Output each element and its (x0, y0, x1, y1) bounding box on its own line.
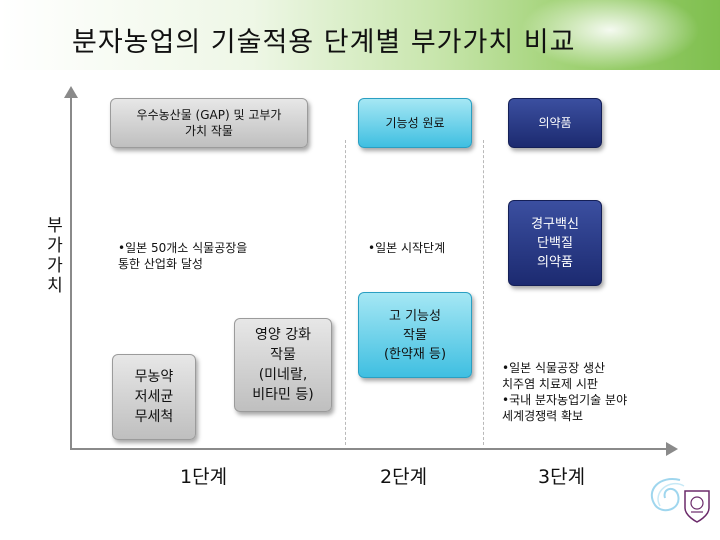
x-axis (70, 448, 670, 450)
pharmaceuticals-box: 의약품 (508, 98, 602, 148)
banner-glow (520, 0, 700, 70)
y-axis-arrow-icon (64, 86, 78, 98)
swirl-decoration-icon (650, 478, 685, 512)
y-axis-label-char: 부 (47, 216, 63, 236)
functional-materials-box: 기능성 원료 (358, 98, 472, 148)
oral-vaccine-box: 경구백신 단백질 의약품 (508, 200, 602, 286)
high-functional-crops-box: 고 기능성 작물 (한약재 등) (358, 292, 472, 378)
x-axis-arrow-icon (666, 442, 678, 456)
university-logo-icon (684, 490, 710, 523)
stage-label-2: 2단계 (380, 466, 428, 488)
y-axis-label-char: 가 (47, 256, 63, 276)
stage-divider-1 (345, 140, 346, 445)
nutrition-crops-box: 영양 강화 작물 (미네랄, 비타민 등) (234, 318, 332, 412)
organic-crops-box: 무농약 저세균 무세척 (112, 354, 196, 440)
stage1-note: •일본 50개소 식물공장을 통한 산업화 달성 (118, 241, 248, 271)
title-banner (0, 0, 720, 70)
y-axis-label-char: 가 (47, 236, 63, 256)
stage2-note: •일본 시작단계 (368, 241, 446, 255)
gap-crops-box: 우수농산물 (GAP) 및 고부가 가치 작물 (110, 98, 308, 148)
stage-divider-2 (483, 140, 484, 445)
y-axis-label-char: 치 (47, 276, 63, 296)
stage-label-3: 3단계 (538, 466, 586, 488)
stage-label-1: 1단계 (180, 466, 228, 488)
stage3-note: •일본 식물공장 생산 치주염 치료제 시판 •국내 분자농업기술 분야 세계경… (502, 361, 628, 423)
page-title: 분자농업의 기술적용 단계별 부가가치 비교 (72, 27, 576, 58)
y-axis (70, 95, 72, 450)
